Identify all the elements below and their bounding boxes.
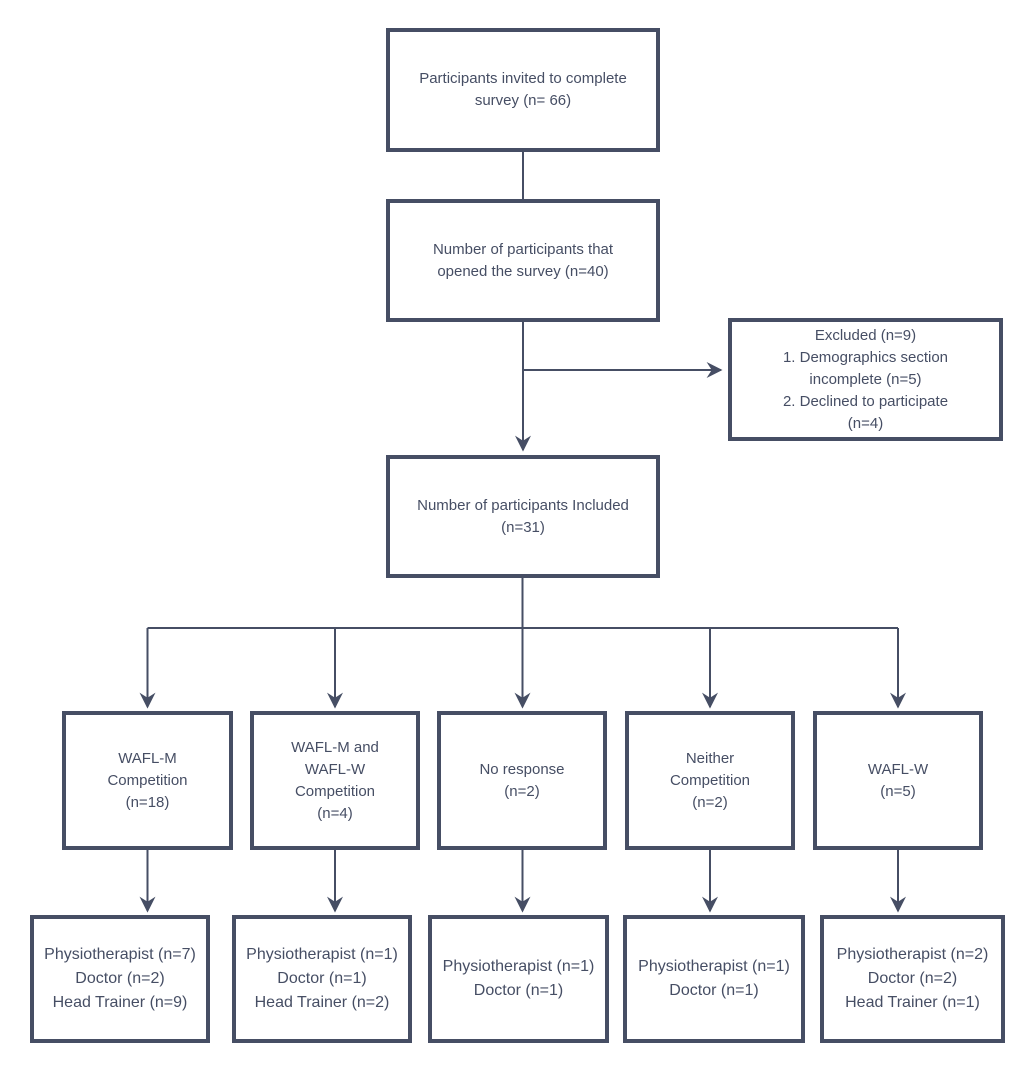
node-staff-wafl-w: Physiotherapist (n=2) Doctor (n=2) Head …: [820, 915, 1005, 1043]
node-opened-survey: Number of participants that opened the s…: [386, 199, 660, 322]
staff-label: Physiotherapist (n=2) Doctor (n=2) Head …: [836, 946, 989, 1011]
staff-label: Physiotherapist (n=7) Doctor (n=2) Head …: [44, 946, 196, 1011]
node-staff-wafl-m-and-w: Physiotherapist (n=1) Doctor (n=1) Head …: [232, 915, 412, 1043]
node-staff-neither-competition: Physiotherapist (n=1) Doctor (n=1): [623, 915, 805, 1043]
staff-label: Physiotherapist (n=1) Doctor (n=1) Head …: [246, 946, 398, 1011]
branch-label: WAFL-W (n=5): [867, 760, 929, 800]
branch-label: WAFL-M and WAFL-W Competition (n=4): [291, 738, 379, 822]
node-included-label: Number of participants Included (n=31): [417, 496, 629, 536]
node-branch-wafl-w: WAFL-W (n=5): [813, 711, 983, 850]
node-excluded: Excluded (n=9) 1. Demographics section i…: [728, 318, 1003, 441]
branch-label: Neither Competition (n=2): [669, 749, 751, 811]
node-invited-label: Participants invited to complete survey …: [419, 70, 627, 109]
node-included: Number of participants Included (n=31): [386, 455, 660, 578]
staff-label: Physiotherapist (n=1) Doctor (n=1): [638, 958, 790, 999]
node-opened-survey-label: Number of participants that opened the s…: [432, 240, 614, 280]
node-branch-wafl-m: WAFL-M Competition (n=18): [62, 711, 233, 850]
node-staff-wafl-m: Physiotherapist (n=7) Doctor (n=2) Head …: [30, 915, 210, 1043]
branch-label: No response (n=2): [479, 760, 565, 800]
node-branch-neither-competition: Neither Competition (n=2): [625, 711, 795, 850]
node-staff-no-response: Physiotherapist (n=1) Doctor (n=1): [428, 915, 609, 1043]
node-invited: Participants invited to complete survey …: [386, 28, 660, 152]
branch-label: WAFL-M Competition (n=18): [107, 749, 188, 811]
node-branch-wafl-m-and-w: WAFL-M and WAFL-W Competition (n=4): [250, 711, 420, 850]
node-branch-no-response: No response (n=2): [437, 711, 607, 850]
staff-label: Physiotherapist (n=1) Doctor (n=1): [442, 958, 595, 999]
node-excluded-label: Excluded (n=9) 1. Demographics section i…: [782, 326, 949, 432]
